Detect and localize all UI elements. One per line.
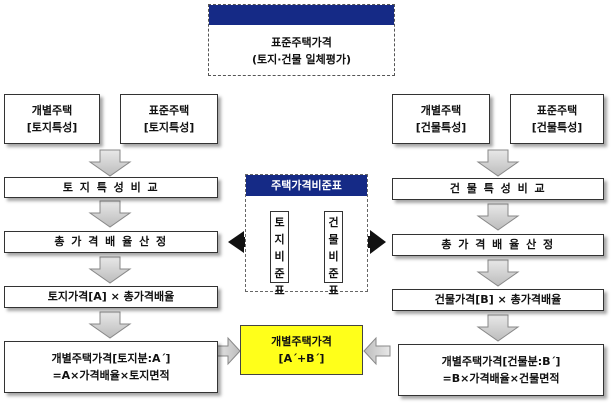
left-individual-house-box: 개별주택 [토지특성] [4, 94, 100, 144]
left-standard-land-trait: [토지특성] [143, 121, 195, 134]
left-individual-land-trait: [토지특성] [26, 121, 78, 134]
right-standard-building-trait: [건물특성] [531, 121, 583, 134]
right-standard-house-box: 표준주택 [건물특성] [510, 94, 604, 144]
land-table-char: 지 [274, 233, 285, 247]
left-individual-house-label: 개별주택 [31, 103, 73, 117]
down-arrow-icon [476, 314, 520, 342]
building-table-char: 물 [328, 233, 339, 247]
combined-price-formula: [A΄+B΄] [278, 352, 325, 365]
left-total-multiplier-label: 총 가 격 배 율 산 정 [54, 235, 168, 249]
right-individual-house-label: 개별주택 [420, 103, 462, 117]
land-price-formula-box: 토지가격[A] × 총가격배율 [4, 286, 218, 308]
land-table-char: 토 [274, 216, 285, 229]
individual-house-price-label: 개별주택가격 [271, 334, 332, 348]
right-total-multiplier-box: 총 가 격 배 율 산 정 [392, 234, 604, 256]
building-table-char: 준 [328, 267, 339, 281]
land-portion-price-box: 개별주택가격[토지분:A΄] =A×가격배율×토지면적 [4, 341, 218, 393]
down-arrow-icon [88, 200, 132, 228]
down-arrow-icon [476, 203, 520, 231]
down-arrow-icon [88, 311, 132, 339]
comparison-table-title: 주택가격비준표 [246, 175, 367, 196]
right-black-arrow-icon [366, 230, 386, 254]
building-price-formula-box: 건물가격[B] × 총가격배율 [392, 289, 604, 311]
building-trait-comparison-label: 건 물 특 성 비 교 [449, 182, 547, 196]
left-standard-house-box: 표준주택 [토지특성] [120, 94, 218, 144]
building-table-char: 건 [328, 216, 339, 229]
right-total-multiplier-label: 총 가 격 배 율 산 정 [441, 238, 555, 252]
right-standard-house-label: 표준주택 [536, 103, 578, 117]
building-table-char: 비 [328, 250, 339, 264]
land-table-char: 비 [274, 250, 285, 264]
down-arrow-icon [476, 259, 520, 287]
left-arrow-icon [363, 336, 391, 366]
building-portion-price-label: 개별주택가격[건물분:B΄] [441, 354, 561, 368]
left-standard-house-label: 표준주택 [148, 103, 190, 117]
top-header-bar [209, 5, 394, 25]
building-trait-comparison-box: 건 물 특 성 비 교 [392, 178, 604, 200]
land-price-formula-label: 토지가격[A] × 총가격배율 [47, 290, 175, 304]
building-price-formula-label: 건물가격[B] × 총가격배율 [434, 293, 562, 307]
standard-house-price-label: 표준주택가격 [271, 36, 332, 49]
land-portion-formula: =A×가격배율×토지면적 [52, 369, 170, 382]
land-table-char: 표 [274, 284, 285, 298]
land-table-char: 준 [274, 267, 285, 281]
right-arrow-icon [215, 336, 241, 366]
standard-house-price-box: 표준주택가격 (토지·건물 일체평가) [208, 4, 395, 76]
building-portion-price-box: 개별주택가격[건물분:B΄] =B×가격배율×건물면적 [398, 344, 604, 396]
right-individual-building-trait: [건물특성] [415, 121, 467, 134]
house-price-comparison-table-panel: 주택가격비준표 토 지 비 준 표 건 물 비 준 표 [245, 174, 368, 297]
left-total-multiplier-box: 총 가 격 배 율 산 정 [4, 231, 218, 253]
building-table-char: 표 [328, 284, 339, 298]
down-arrow-icon [88, 256, 132, 284]
land-trait-comparison-label: 토 지 특 성 비 교 [62, 180, 160, 194]
down-arrow-icon [88, 149, 132, 177]
land-portion-price-label: 개별주택가격[토지분:A΄] [51, 351, 171, 365]
land-trait-comparison-box: 토 지 특 성 비 교 [4, 177, 218, 198]
right-individual-house-box: 개별주택 [건물특성] [392, 94, 490, 144]
building-comparison-table-box: 건 물 비 준 표 [324, 211, 343, 297]
land-comparison-table-box: 토 지 비 준 표 [270, 211, 289, 297]
individual-house-price-result-box: 개별주택가격 [A΄+B΄] [240, 325, 363, 375]
down-arrow-icon [476, 149, 520, 177]
building-portion-formula: =B×가격배율×건물면적 [442, 372, 560, 385]
left-black-arrow-icon [228, 231, 247, 253]
integrated-valuation-label: (토지·건물 일체평가) [251, 53, 352, 67]
